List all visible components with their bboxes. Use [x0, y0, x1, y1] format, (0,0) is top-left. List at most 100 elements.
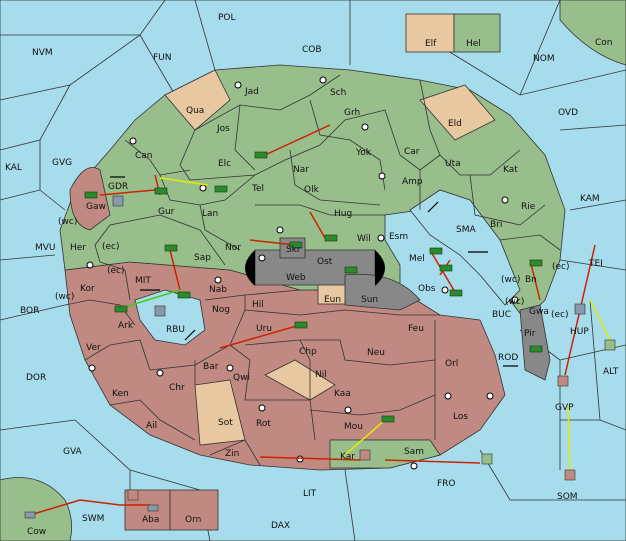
move-arrow — [29, 499, 150, 516]
move-arrow — [264, 124, 331, 156]
label-orl: Orl — [445, 359, 458, 369]
label-pir: Pir — [524, 329, 536, 339]
label-pol: POL — [218, 13, 236, 23]
fleet-unit — [574, 303, 586, 315]
support-arrow — [589, 299, 611, 341]
army-unit — [439, 264, 453, 272]
label-wil: Wil — [357, 234, 371, 244]
label-fro: FRO — [437, 479, 456, 489]
fleet-unit — [604, 339, 616, 351]
label-ark: Ark — [118, 321, 134, 331]
label-zin: Zin — [225, 449, 239, 459]
coast-arrows — [110, 176, 518, 367]
land-orn — [169, 489, 219, 531]
army-unit — [324, 234, 338, 242]
label-gva: GVA — [63, 447, 83, 457]
supply-center — [361, 123, 369, 131]
label-aba: Aba — [142, 515, 159, 525]
label-dor: DOR — [26, 373, 46, 383]
label-gwa: Gwa — [529, 307, 549, 317]
move-arrow — [384, 459, 481, 464]
move-arrow — [259, 456, 361, 461]
label-mit: MIT — [135, 276, 151, 286]
army-unit — [84, 191, 98, 199]
label-jad: Jad — [244, 87, 259, 97]
fleet-unit — [154, 305, 166, 317]
label-lit: LIT — [303, 489, 317, 499]
label-gaw: Gaw — [86, 202, 106, 212]
support-arrow — [567, 404, 571, 471]
move-arrow — [99, 189, 156, 196]
label-uta: Uta — [445, 159, 461, 169]
label-kar: Kar — [340, 452, 355, 462]
land-nil — [264, 359, 336, 401]
supply-center — [276, 226, 284, 234]
label-nom: NOM — [533, 54, 555, 64]
label-skr: Skr — [286, 245, 301, 255]
supply-center — [410, 462, 418, 470]
land-elf — [405, 13, 455, 53]
label-tei: TEI — [588, 259, 603, 269]
fleet-unit — [127, 489, 139, 501]
label-nog: Nog — [212, 305, 230, 315]
label-wc4: (wc) — [505, 297, 524, 307]
army-unit — [529, 345, 543, 353]
supply-center — [129, 137, 137, 145]
label-hel: Hel — [466, 39, 481, 49]
label-kal: KAL — [5, 163, 22, 173]
supply-center — [88, 364, 96, 372]
label-tel: Tel — [251, 184, 264, 194]
label-gvg: GVG — [52, 158, 72, 168]
label-eun: Eun — [324, 295, 341, 305]
label-con: Con — [595, 38, 613, 48]
label-hug: Hug — [334, 209, 352, 219]
label-nil: Nil — [315, 370, 327, 380]
army-unit — [529, 259, 543, 267]
army-unit — [254, 151, 268, 159]
label-ec4: (ec) — [551, 310, 569, 320]
label-nor: Nor — [225, 243, 241, 253]
label-sap: Sap — [194, 253, 211, 263]
army-unit — [214, 185, 228, 193]
sea-rbu — [134, 289, 206, 346]
label-ec1: (ec) — [102, 242, 120, 252]
land-qua — [164, 69, 231, 131]
label-can: Can — [135, 151, 153, 161]
label-kam: KAM — [580, 194, 600, 204]
label-uru: Uru — [256, 324, 272, 334]
supply-center — [378, 172, 386, 180]
supply-center — [319, 76, 327, 84]
land-cow — [0, 477, 73, 541]
label-ovd: OVD — [558, 108, 578, 118]
label-obs: Obs — [418, 284, 436, 294]
support-arrow — [344, 419, 386, 456]
label-chr: Chr — [169, 383, 185, 393]
label-mou: Mou — [344, 422, 363, 432]
label-ail: Ail — [146, 421, 157, 431]
supply-center — [501, 196, 509, 204]
label-wc1: (wc) — [58, 217, 77, 227]
label-dax: DAX — [271, 521, 290, 531]
move-arrow — [529, 259, 541, 301]
label-eld: Eld — [448, 119, 462, 129]
supply-center — [258, 254, 266, 262]
label-buc: BUC — [492, 310, 511, 320]
label-car: Car — [404, 147, 420, 157]
army-unit — [114, 305, 128, 313]
support-arrows — [159, 177, 611, 471]
fleet-unit — [147, 504, 159, 512]
label-kor: Kor — [80, 284, 95, 294]
supply-center — [258, 404, 266, 412]
label-olk: Olk — [304, 185, 320, 195]
supply-centers — [86, 76, 519, 470]
army-unit — [449, 289, 463, 297]
label-ec2: (ec) — [552, 262, 570, 272]
label-elf: Elf — [425, 39, 437, 49]
land-hel — [453, 13, 501, 53]
army-unit — [164, 244, 178, 252]
supply-center — [486, 392, 494, 400]
label-esm: Esm — [389, 232, 408, 242]
move-arrow — [219, 324, 301, 349]
